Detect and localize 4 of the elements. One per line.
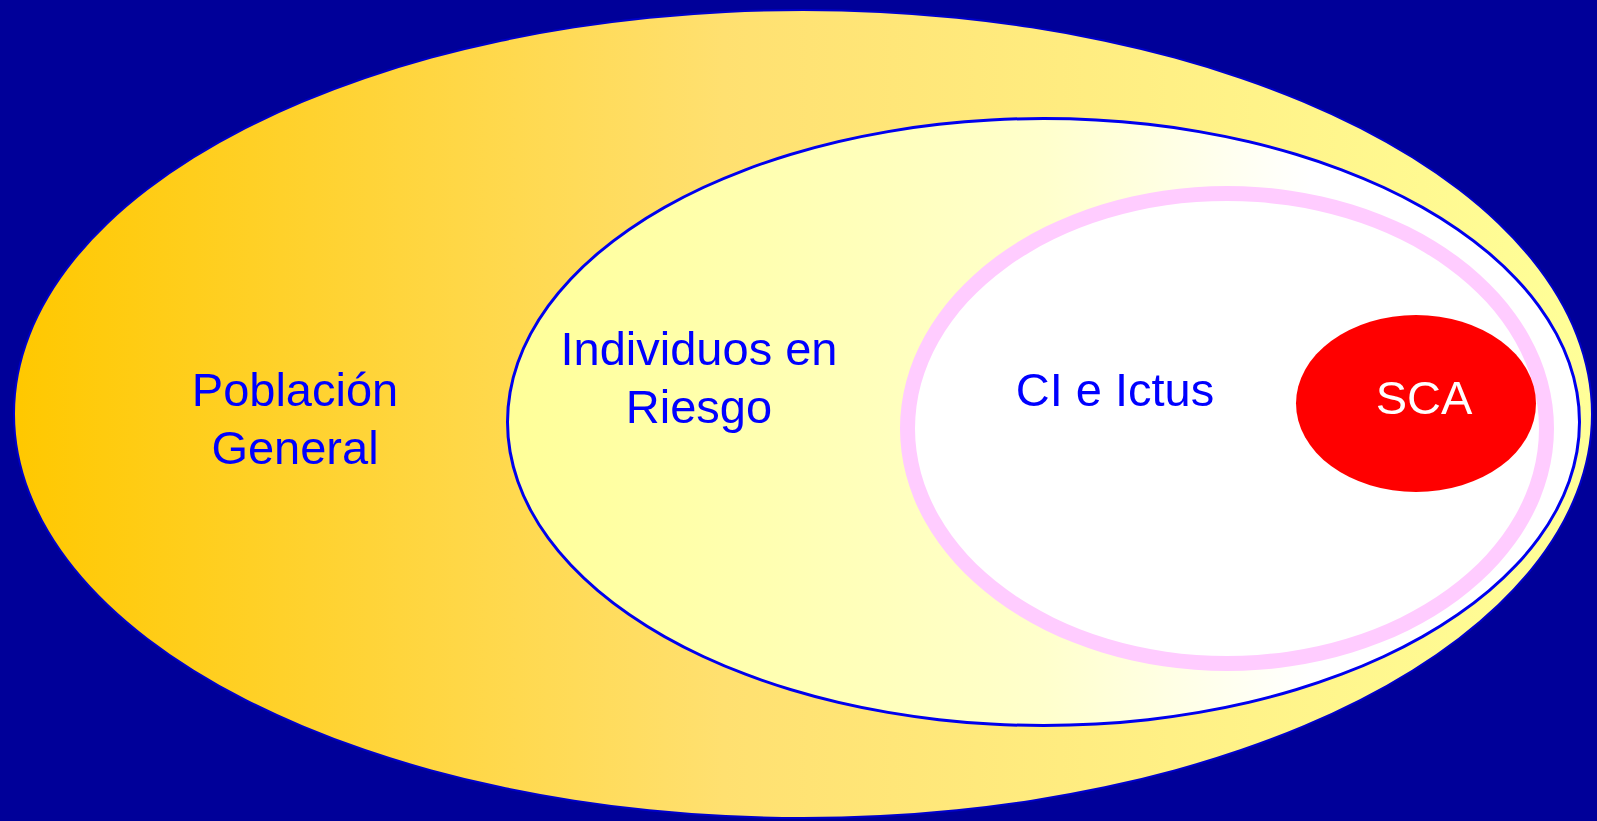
ellipse-label: Población General <box>190 362 400 476</box>
ellipse-label: SCA <box>1374 370 1474 426</box>
ellipse-label: CI e Ictus <box>1014 362 1216 418</box>
ellipse-label: Individuos en Riesgo <box>559 321 839 435</box>
